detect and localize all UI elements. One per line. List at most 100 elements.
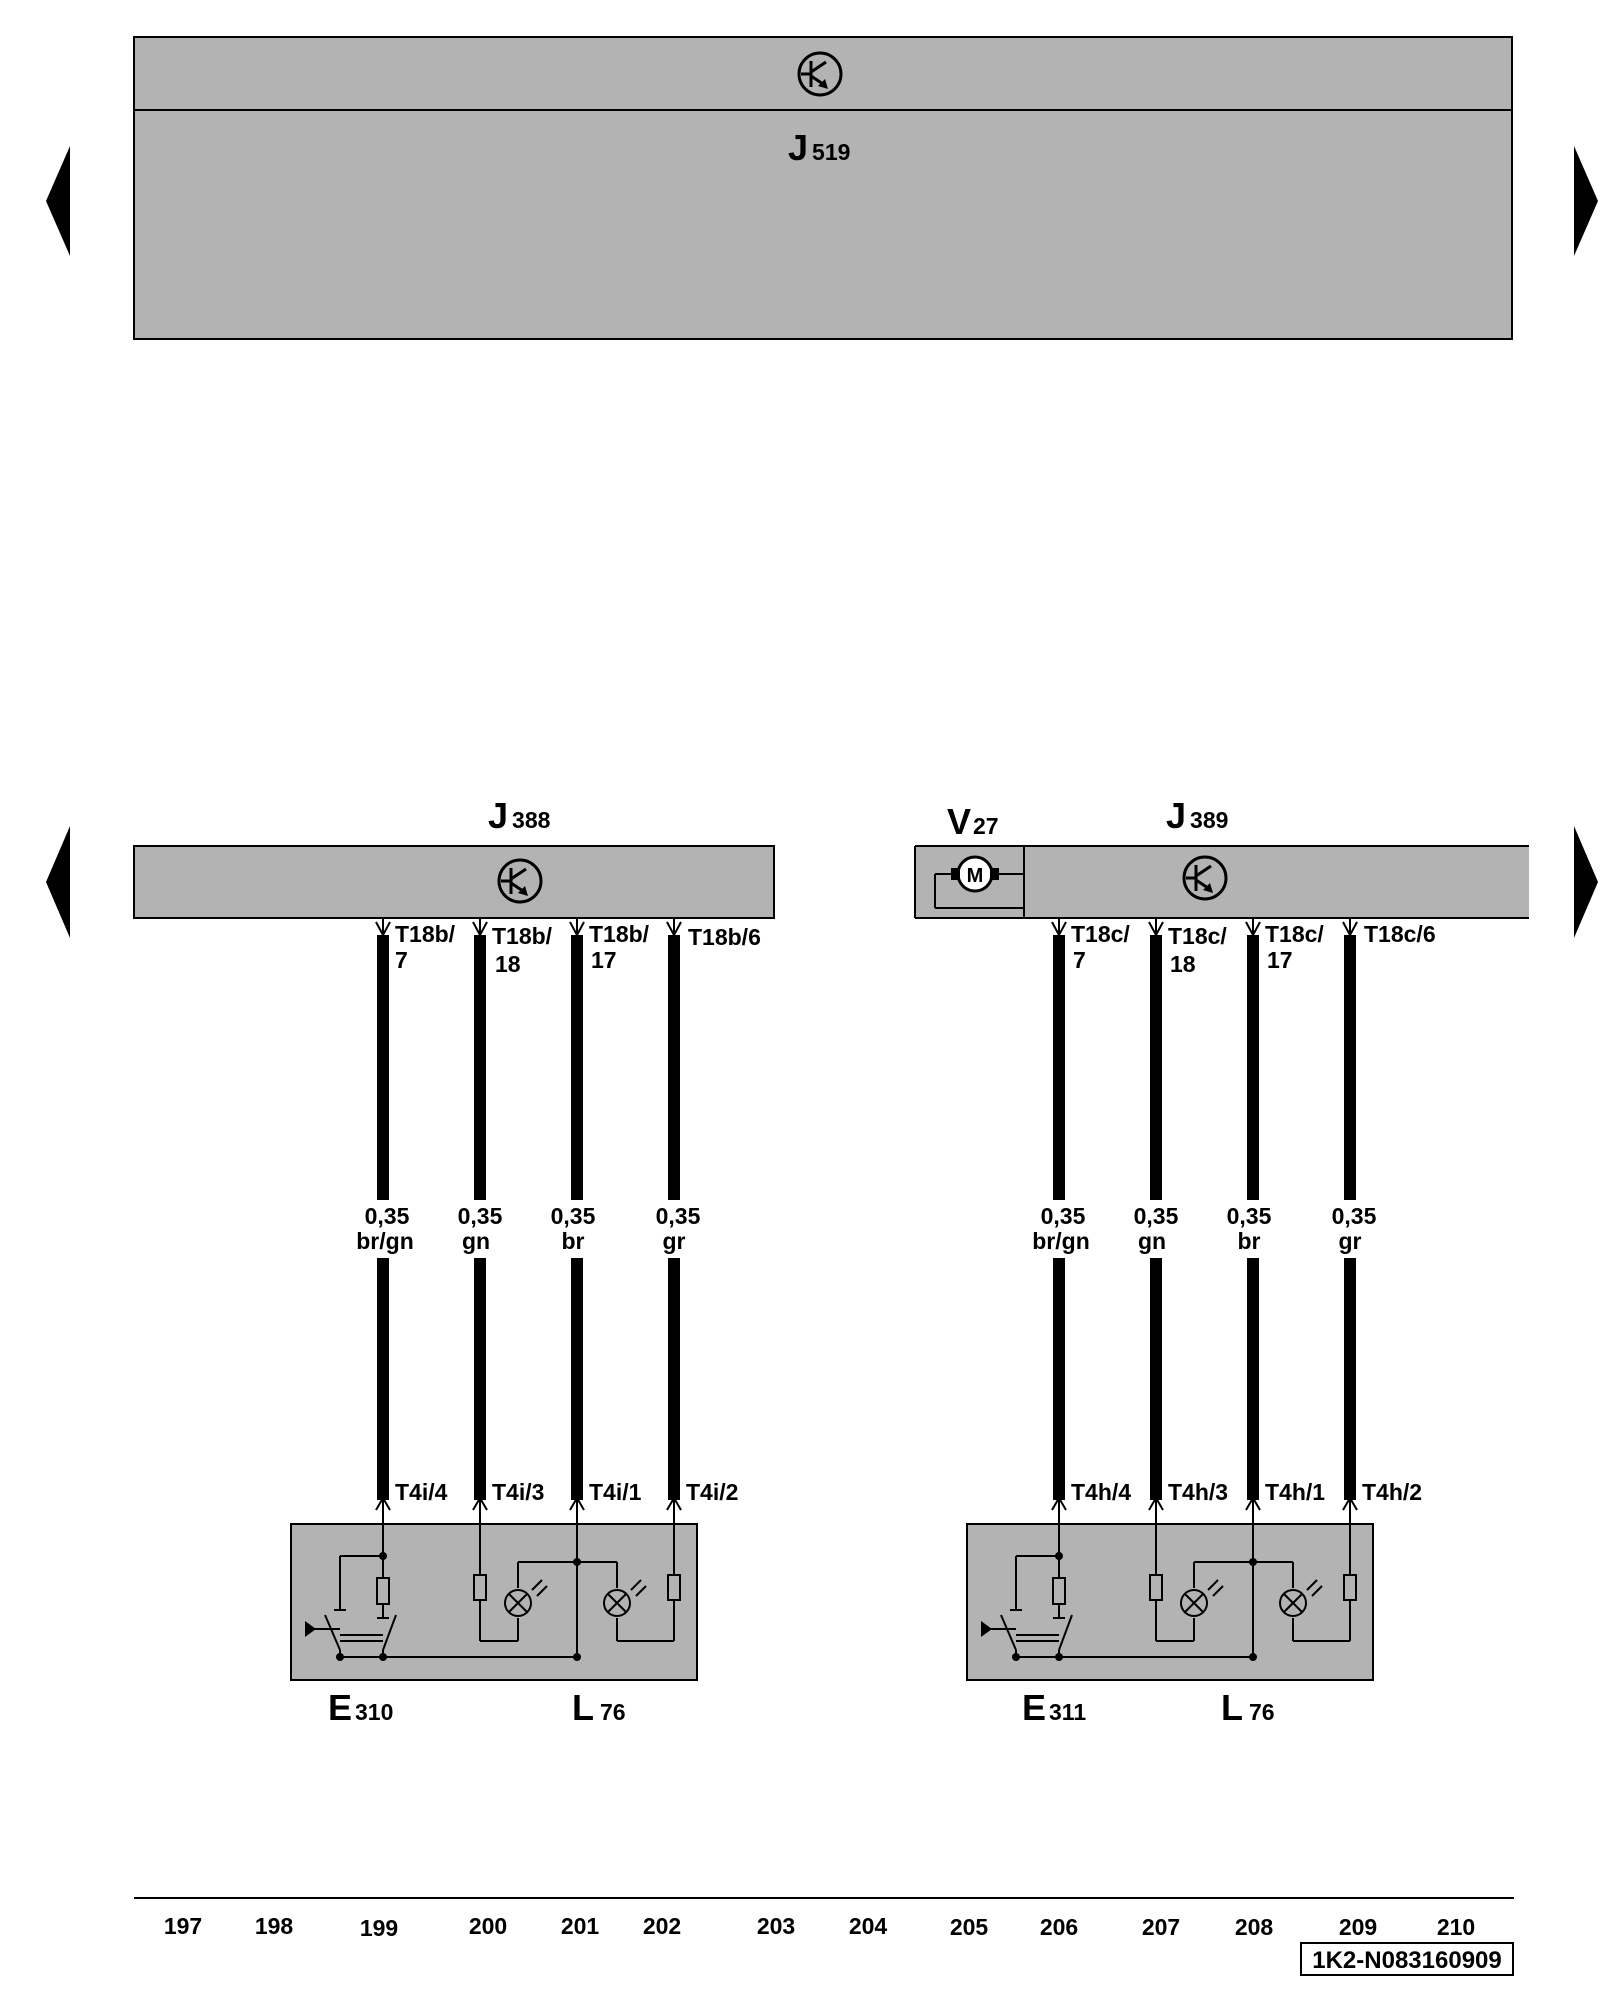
switch-component-e310 xyxy=(290,1523,698,1681)
right-pin-bottom-4: T4h/2 xyxy=(1362,1479,1422,1505)
right-wire-4-size: 0,35 xyxy=(1332,1203,1377,1229)
right-pin-top-1-num: 7 xyxy=(1073,947,1086,973)
left-switch-number: 310 xyxy=(355,1699,393,1725)
left-unit-name: J xyxy=(488,795,508,836)
right-wire-2-size: 0,35 xyxy=(1134,1203,1179,1229)
left-lamp-number: 76 xyxy=(600,1699,626,1725)
column-number: 207 xyxy=(1142,1914,1180,1940)
lamp-icon xyxy=(603,1579,647,1617)
next-arrow-icon-top[interactable] xyxy=(1574,146,1598,256)
column-number: 199 xyxy=(360,1915,398,1941)
left-wire-4-size: 0,35 xyxy=(656,1203,701,1229)
left-pin-top-1: T18b/ xyxy=(395,921,456,947)
left-pin-bottom-4: T4i/2 xyxy=(686,1479,738,1505)
left-switch-name: E xyxy=(328,1687,352,1728)
left-wire-2-size: 0,35 xyxy=(458,1203,503,1229)
left-wires xyxy=(375,918,682,1524)
left-pin-top-1-num: 7 xyxy=(395,947,408,973)
column-number: 206 xyxy=(1040,1914,1078,1940)
top-unit-name: J xyxy=(788,127,808,168)
left-wire-3-color: br xyxy=(562,1228,585,1254)
control-unit-icon xyxy=(797,51,843,97)
left-pin-top-2: T18b/ xyxy=(492,923,553,949)
right-pin-top-3-num: 17 xyxy=(1267,947,1293,973)
control-unit-j388 xyxy=(133,845,775,919)
column-number: 202 xyxy=(643,1913,681,1939)
left-unit-number: 388 xyxy=(512,807,551,833)
lamp-icon xyxy=(504,1579,548,1617)
right-wire-3-color: br xyxy=(1238,1228,1261,1254)
lamp-icon xyxy=(1279,1579,1323,1617)
column-number: 198 xyxy=(255,1913,294,1939)
right-switch-name: E xyxy=(1022,1687,1046,1728)
prev-arrow-icon-bottom[interactable] xyxy=(46,826,70,938)
right-pin-bottom-3: T4h/1 xyxy=(1265,1479,1325,1505)
top-unit-number: 519 xyxy=(812,139,850,165)
column-number: 205 xyxy=(950,1914,989,1940)
left-pin-bottom-3: T4i/1 xyxy=(589,1479,642,1505)
left-pin-top-2-num: 18 xyxy=(495,951,521,977)
left-wire-4-color: gr xyxy=(663,1228,686,1254)
motor-symbol: M xyxy=(967,865,984,887)
column-number: 200 xyxy=(469,1913,507,1939)
left-wire-1-size: 0,35 xyxy=(365,1203,410,1229)
switch-component-e311 xyxy=(966,1523,1374,1681)
right-wire-1-size: 0,35 xyxy=(1041,1203,1086,1229)
right-unit-name: J xyxy=(1166,795,1186,836)
next-arrow-icon-bottom[interactable] xyxy=(1574,826,1598,938)
lamp-icon xyxy=(1180,1579,1224,1617)
left-pin-bottom-2: T4i/3 xyxy=(492,1479,544,1505)
control-unit-icon xyxy=(1182,855,1228,901)
svg-text:L76: L76 xyxy=(572,1687,626,1728)
left-pin-top-3-num: 17 xyxy=(591,947,617,973)
left-pin-top-3: T18b/ xyxy=(589,921,650,947)
right-wire-3-size: 0,35 xyxy=(1227,1203,1272,1229)
right-pin-top-3: T18c/ xyxy=(1265,921,1324,947)
right-pin-top-4: T18c/6 xyxy=(1364,921,1436,947)
motor-number: 27 xyxy=(973,813,999,839)
left-pin-bottom-1: T4i/4 xyxy=(395,1479,448,1505)
document-code: 1K2-N083160909 xyxy=(1312,1947,1501,1974)
control-unit-icon xyxy=(497,858,543,904)
control-unit-j389: M xyxy=(914,845,1529,919)
right-lamp-number: 76 xyxy=(1249,1699,1275,1725)
column-number: 210 xyxy=(1437,1914,1475,1940)
right-unit-number: 389 xyxy=(1190,807,1228,833)
motor-icon: M xyxy=(934,855,1024,909)
right-wires xyxy=(1051,918,1358,1524)
right-pin-top-2: T18c/ xyxy=(1168,923,1227,949)
prev-arrow-icon-top[interactable] xyxy=(46,146,70,256)
right-pin-top-2-num: 18 xyxy=(1170,951,1196,977)
right-pin-bottom-2: T4h/3 xyxy=(1168,1479,1228,1505)
column-number: 204 xyxy=(849,1913,888,1939)
right-switch-number: 311 xyxy=(1049,1699,1086,1725)
column-number: 203 xyxy=(757,1913,795,1939)
right-wire-1-color: br/gn xyxy=(1032,1228,1090,1254)
right-wire-4-color: gr xyxy=(1339,1228,1362,1254)
left-wire-1-color: br/gn xyxy=(356,1228,414,1254)
left-wire-2-color: gn xyxy=(462,1228,490,1254)
column-number: 208 xyxy=(1235,1914,1274,1940)
column-number: 209 xyxy=(1339,1914,1377,1940)
footer: 197 198 199 200 201 202 203 204 205 206 … xyxy=(134,1897,1514,1976)
left-lamp-name: L xyxy=(572,1687,594,1728)
right-pin-top-1: T18c/ xyxy=(1071,921,1130,947)
right-pin-bottom-1: T4h/4 xyxy=(1071,1479,1131,1505)
motor-name: V xyxy=(947,801,971,842)
left-wire-3-size: 0,35 xyxy=(551,1203,596,1229)
column-number: 201 xyxy=(561,1913,600,1939)
left-pin-top-4: T18b/6 xyxy=(688,924,761,950)
right-wire-2-color: gn xyxy=(1138,1228,1166,1254)
svg-text:L76: L76 xyxy=(1221,1687,1275,1728)
svg-text:V27: V27 xyxy=(947,801,999,842)
right-lamp-name: L xyxy=(1221,1687,1243,1728)
